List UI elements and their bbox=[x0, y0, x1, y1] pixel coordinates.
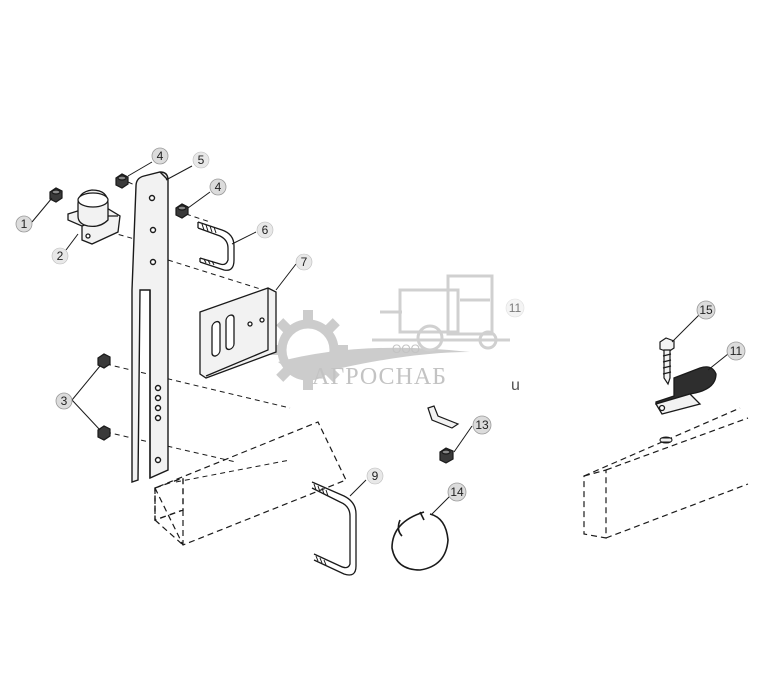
callout-1: 1 bbox=[15, 215, 33, 233]
holder-part-2 bbox=[67, 189, 121, 245]
lag-screw-part-15 bbox=[659, 337, 675, 386]
nut-part-1 bbox=[49, 187, 63, 203]
callout-4-top: 4 bbox=[151, 147, 169, 165]
callout-13: 13 bbox=[472, 415, 492, 435]
callout-11-right: 11 bbox=[726, 341, 746, 361]
harvester-icon bbox=[372, 274, 510, 352]
u-bolt-part-9 bbox=[311, 481, 357, 576]
svg-text:11: 11 bbox=[730, 344, 743, 358]
nut-part-3-upper bbox=[97, 353, 111, 369]
svg-text:5: 5 bbox=[198, 153, 205, 167]
callout-6: 6 bbox=[256, 221, 274, 239]
nut-part-4-top bbox=[115, 173, 129, 189]
clip-bracket bbox=[427, 405, 460, 429]
nut-part-3-lower bbox=[97, 425, 111, 441]
watermark-company-name: АГРОСНАБ bbox=[312, 364, 447, 390]
watermark-stray-glyph: u bbox=[511, 377, 520, 394]
svg-text:9: 9 bbox=[372, 469, 379, 483]
svg-text:13: 13 bbox=[475, 418, 489, 432]
svg-text:14: 14 bbox=[450, 485, 464, 499]
svg-text:7: 7 bbox=[301, 255, 308, 269]
beam-right bbox=[583, 407, 749, 539]
svg-text:4: 4 bbox=[215, 180, 222, 194]
clamp-strap-part-11 bbox=[655, 366, 717, 415]
leader-lines bbox=[31, 161, 729, 515]
callout-3: 3 bbox=[55, 392, 73, 410]
beam-left-front bbox=[154, 477, 184, 521]
svg-text:6: 6 bbox=[262, 223, 269, 237]
callout-9: 9 bbox=[366, 467, 384, 485]
agrosnab-watermark: ООО АГРОСНАБ u bbox=[268, 274, 520, 394]
nut-part-4-side bbox=[175, 203, 189, 219]
callout-4-side: 4 bbox=[209, 178, 227, 196]
slotted-plate-part-7 bbox=[199, 287, 277, 379]
callout-11-middle: 11 bbox=[505, 298, 525, 318]
callout-2: 2 bbox=[51, 247, 69, 265]
clamp-ring-part-14 bbox=[391, 511, 449, 571]
bracket-plate-part-5 bbox=[131, 171, 169, 483]
svg-text:11: 11 bbox=[509, 301, 522, 315]
svg-text:2: 2 bbox=[57, 249, 64, 263]
callout-15: 15 bbox=[696, 300, 716, 320]
u-bolt-part-6 bbox=[197, 221, 235, 271]
watermark-prefix: ООО bbox=[392, 342, 420, 356]
callout-7: 7 bbox=[295, 253, 313, 271]
nut-part-13 bbox=[439, 447, 454, 464]
svg-text:1: 1 bbox=[21, 217, 28, 231]
svg-text:3: 3 bbox=[61, 394, 68, 408]
beam-left bbox=[154, 421, 347, 546]
svg-text:4: 4 bbox=[157, 149, 164, 163]
callout-14: 14 bbox=[447, 482, 467, 502]
washer-icon bbox=[659, 436, 673, 444]
callout-5: 5 bbox=[192, 151, 210, 169]
svg-text:15: 15 bbox=[699, 303, 713, 317]
